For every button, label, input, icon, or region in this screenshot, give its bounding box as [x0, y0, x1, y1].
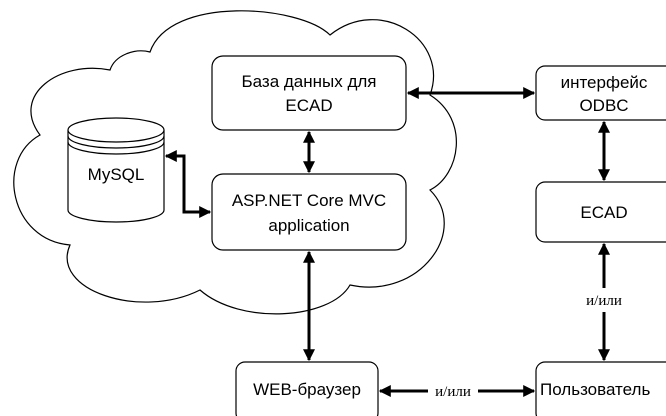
odbc-label-line1: интерфейс [561, 73, 648, 92]
arrow-mysql-app [164, 150, 212, 218]
odbc-node [535, 65, 666, 121]
mysql-label: MySQL [88, 165, 145, 184]
app-label-line2: application [268, 216, 349, 235]
mysql-node [67, 117, 165, 223]
app-node [211, 173, 407, 251]
app-label-line1: ASP.NET Core MVC [232, 191, 386, 210]
database-label-line2: ECAD [285, 96, 332, 115]
database-label-line1: База данных для [241, 72, 376, 91]
ecad-label: ECAD [580, 203, 627, 222]
user-label: Пользователь [540, 380, 650, 399]
user-node [535, 361, 666, 416]
connector-label-browser-user: и/или [435, 384, 471, 400]
odbc-label-line2: ODBC [579, 96, 628, 115]
browser-label: WEB-браузер [253, 380, 361, 399]
database-node [211, 55, 407, 131]
connector-label-ecad-user: и/или [586, 293, 622, 309]
browser-node [235, 361, 379, 416]
ecad-node [535, 181, 666, 243]
